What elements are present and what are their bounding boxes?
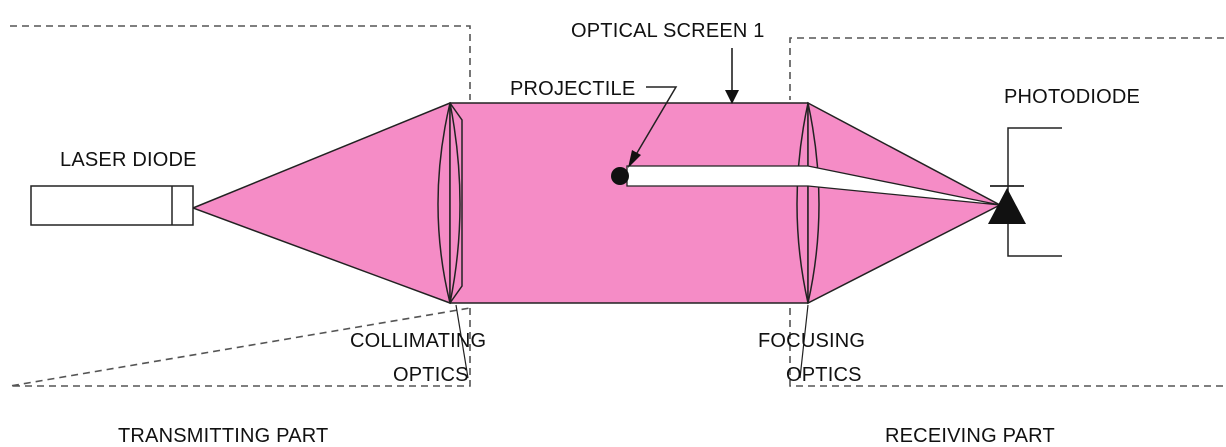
diverging-beam bbox=[190, 101, 451, 305]
optical-screen-arrowhead bbox=[725, 90, 739, 104]
optical-screen-label: OPTICAL SCREEN 1 bbox=[571, 20, 765, 42]
focusing-optics-label-line1: FOCUSING bbox=[758, 330, 865, 352]
projectile-shadow bbox=[626, 165, 1001, 206]
projectile-label: PROJECTILE bbox=[510, 78, 635, 100]
receiving-part-label: RECEIVING PART bbox=[885, 425, 1055, 447]
projectile bbox=[611, 167, 629, 185]
collimating-optics-label-line2: OPTICS bbox=[393, 364, 469, 386]
photodiode bbox=[988, 127, 1062, 257]
collimating-optics-label-line1: COLLIMATING bbox=[350, 330, 486, 352]
collimated-beam bbox=[449, 102, 809, 304]
transmitting-part-boundary bbox=[9, 25, 471, 387]
converging-beam bbox=[807, 101, 1002, 305]
focusing-lens bbox=[796, 102, 820, 304]
transmitting-part-label: TRANSMITTING PART bbox=[118, 425, 328, 447]
focusing-optics-label-line2: OPTICS bbox=[786, 364, 862, 386]
collimating-lens bbox=[437, 102, 463, 304]
laser-diode-label: LASER DIODE bbox=[60, 149, 197, 171]
projectile-leader-arrow bbox=[633, 86, 678, 159]
focusing-leader bbox=[799, 304, 809, 379]
projectile-arrowhead bbox=[628, 150, 641, 168]
collimating-leader bbox=[455, 304, 469, 379]
photodiode-label: PHOTODIODE bbox=[1004, 86, 1140, 108]
laser-diode bbox=[30, 185, 194, 226]
receiving-part-boundary bbox=[789, 37, 1224, 387]
